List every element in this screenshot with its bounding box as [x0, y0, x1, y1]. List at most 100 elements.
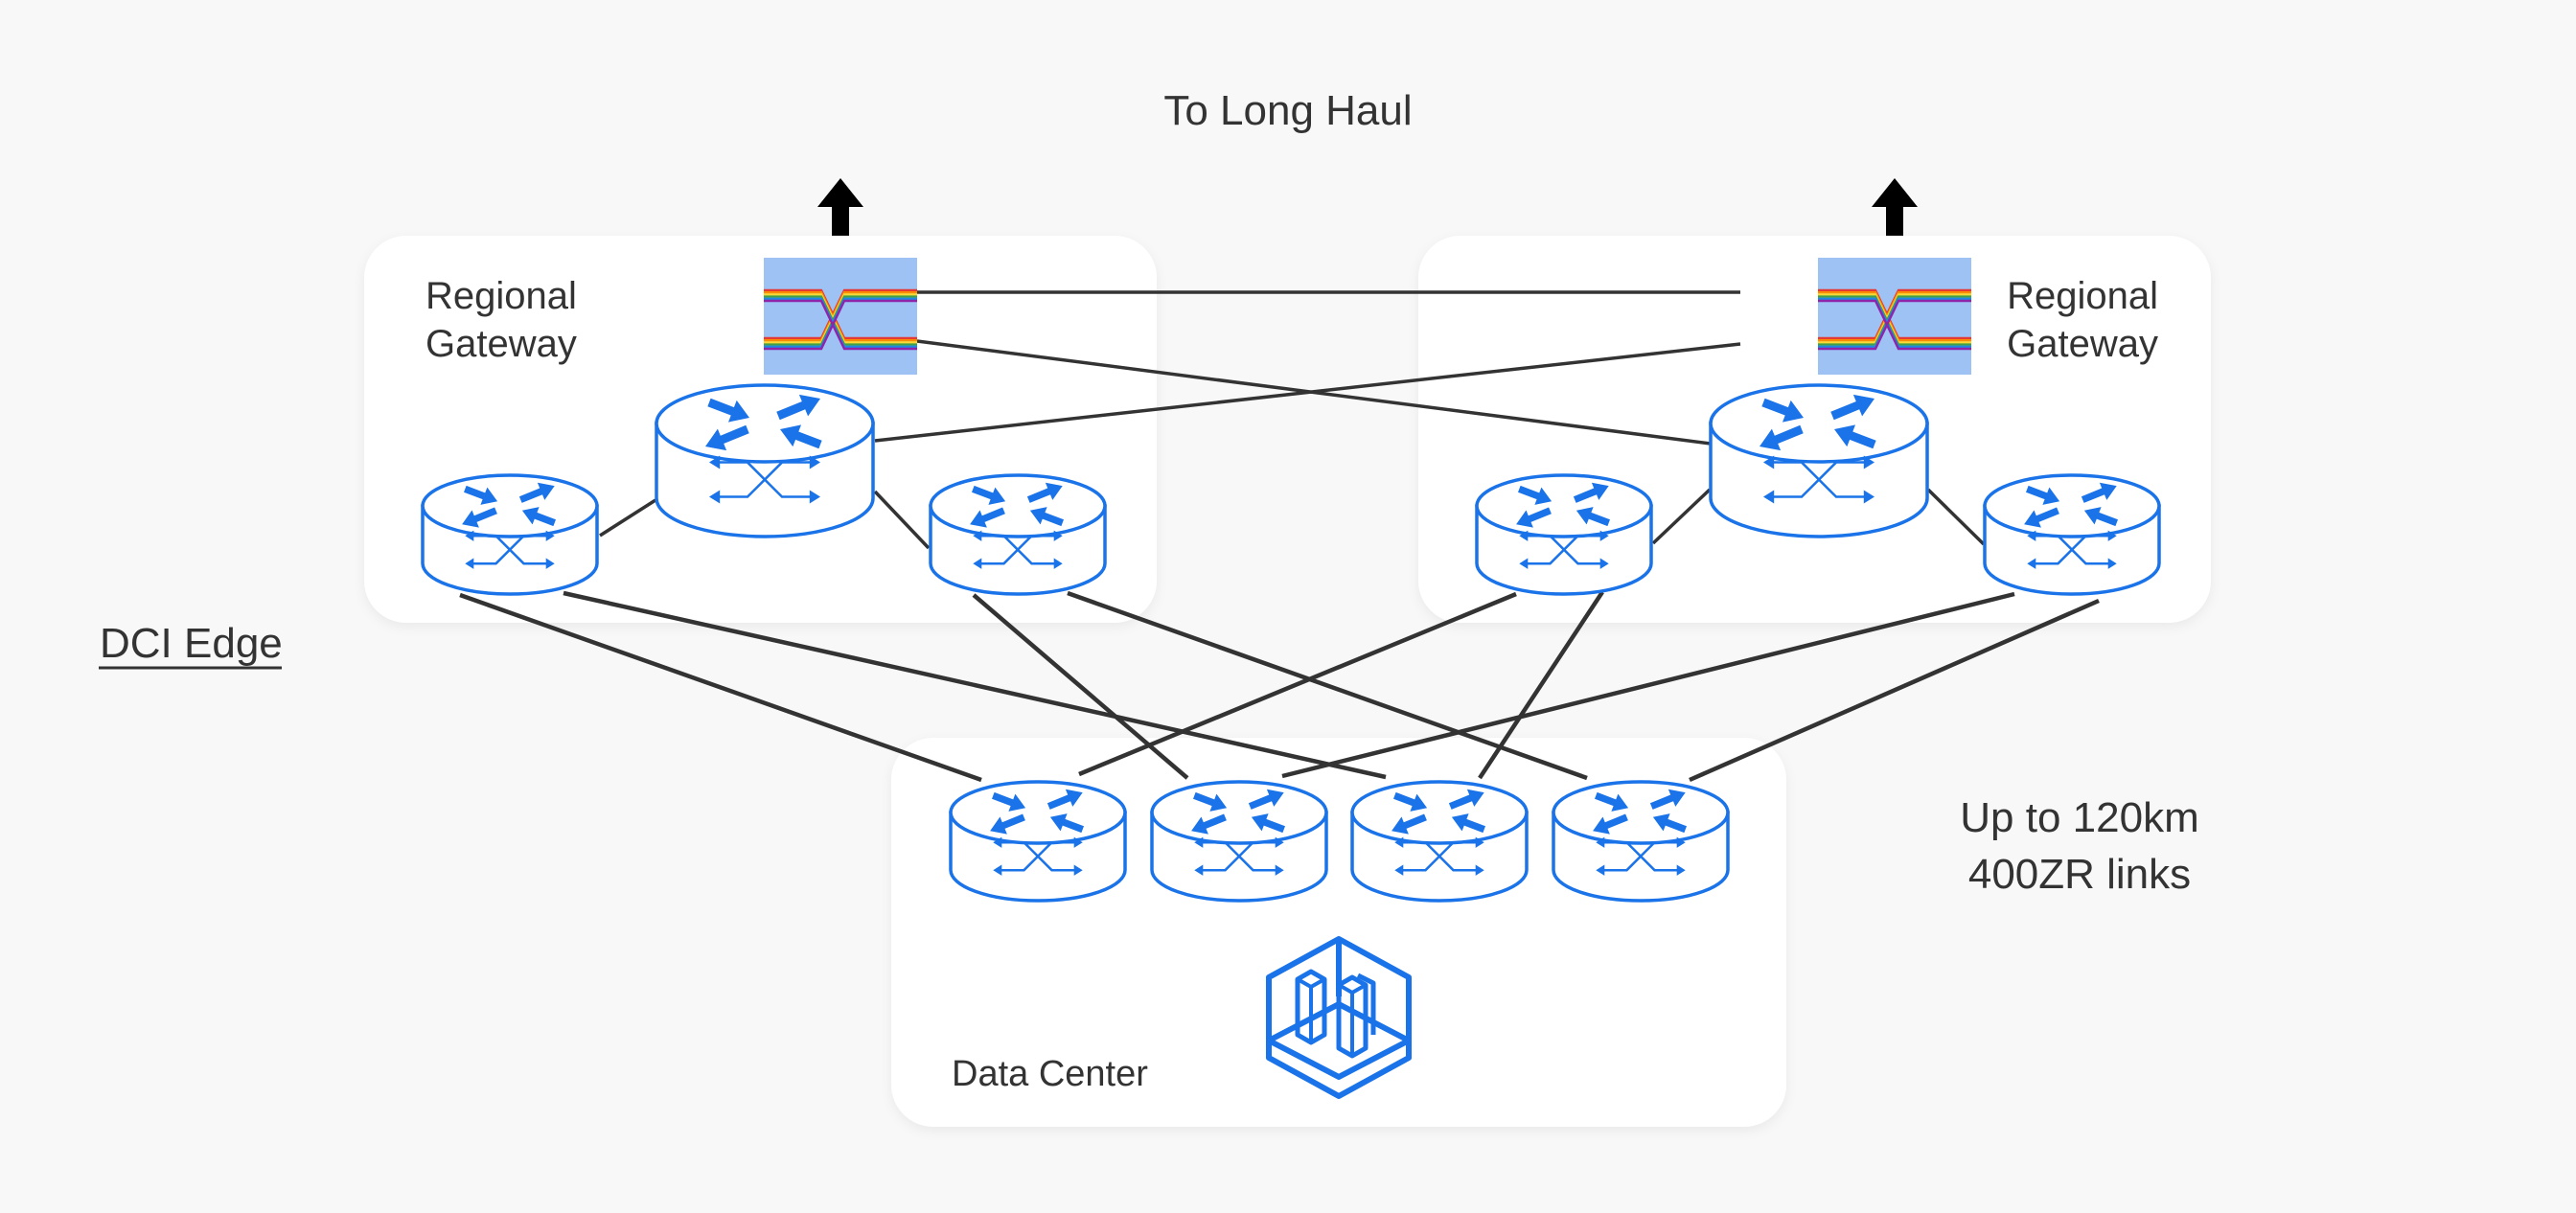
router-top: [929, 473, 1107, 538]
link-rg-left-edge-a-to-dc-r3: [563, 590, 1387, 780]
router-top: [1350, 780, 1529, 845]
regional-gateway-left-label-line1: Regional: [426, 275, 577, 317]
link-rg-left-core-to-rg-left-edge-a: [599, 498, 656, 538]
router-arrow: [1026, 482, 1063, 503]
uplink-layer: [817, 178, 1918, 236]
router-arrow: [2083, 507, 2118, 527]
router-top: [949, 780, 1127, 845]
arrowhead: [1863, 490, 1874, 504]
data-center-building-icon: [1266, 936, 1412, 1099]
arrowhead: [2027, 558, 2036, 569]
router-crossover-line: [1769, 461, 1869, 498]
arrowhead: [1519, 530, 1529, 541]
router-top: [655, 383, 875, 464]
tower: [1336, 974, 1368, 1059]
arrowhead: [2107, 530, 2117, 541]
arrowhead: [1676, 864, 1686, 876]
link-rg-left-core-to-rg-left-edge-b: [873, 490, 931, 550]
router-crossover-line: [715, 461, 815, 498]
router-top: [421, 473, 599, 538]
optical-switch-background: [764, 258, 917, 375]
arrowhead: [1053, 530, 1063, 541]
arrowhead: [993, 864, 1002, 876]
arrowhead: [809, 455, 820, 469]
link-rg-right-core-to-rg-right-edge-b: [1926, 488, 1986, 546]
arrowhead: [1763, 490, 1775, 504]
arrowhead: [2027, 530, 2036, 541]
arrowhead: [1596, 864, 1605, 876]
arrowhead: [1275, 836, 1284, 848]
router-arrow: [1193, 791, 1228, 812]
router-arrow: [1448, 789, 1484, 810]
router-arrow: [705, 424, 749, 451]
router-arrow: [1516, 507, 1552, 528]
router-arrow: [1049, 813, 1084, 834]
optical-cross-connect-icon: [764, 258, 917, 375]
router-arrow: [1518, 485, 1552, 505]
router-arrow: [1191, 813, 1227, 835]
router-icon: [929, 473, 1107, 596]
data-center-label: Data Center: [952, 1054, 1148, 1094]
arrowhead: [809, 490, 820, 504]
arrowhead: [1599, 558, 1609, 569]
arrowhead: [1676, 836, 1686, 848]
tower-edge: [1338, 983, 1367, 1056]
link-rg-right-core-to-rg-right-edge-a: [1651, 488, 1712, 545]
regional-gateway-right-label-line2: Gateway: [2007, 323, 2158, 365]
router-arrow: [1593, 813, 1628, 835]
router-arrow: [1830, 394, 1874, 421]
link-rg-left-edge-b-to-dc-r2: [972, 593, 1189, 780]
building-outline: [1266, 936, 1412, 1099]
arrowhead: [545, 530, 555, 541]
arrowhead: [1394, 836, 1404, 848]
router-icon: [1475, 473, 1653, 596]
diagram-title: To Long Haul: [1163, 87, 1412, 134]
router-top: [1709, 383, 1929, 464]
uplink-arrow-icon: [817, 178, 863, 236]
router-icon: [1709, 383, 1929, 538]
arrowhead: [1275, 864, 1284, 876]
router-arrow: [2026, 485, 2060, 505]
router-arrow: [1046, 789, 1083, 810]
arrowhead: [709, 455, 721, 469]
router-arrow: [1576, 507, 1610, 527]
router-arrow: [1652, 813, 1687, 834]
arrowhead: [709, 490, 721, 504]
arrowhead: [993, 836, 1002, 848]
router-crossover-line: [999, 840, 1077, 872]
router-arrow: [521, 507, 556, 527]
router-arrow: [1029, 507, 1064, 527]
router-arrow: [462, 507, 497, 528]
arrowhead: [973, 530, 982, 541]
router-arrow: [1393, 791, 1428, 812]
optical-cross-connect-icon: [1818, 258, 1971, 375]
router-arrow: [1649, 789, 1686, 810]
router-arrow: [1251, 813, 1285, 834]
router-icon: [655, 383, 875, 538]
router-top: [1150, 780, 1328, 845]
router-arrow: [780, 424, 822, 449]
router-icon: [1150, 780, 1328, 903]
router-crossover-line: [1601, 840, 1680, 872]
router-arrow: [1760, 424, 1804, 451]
arrowhead: [973, 558, 982, 569]
router-icon: [949, 780, 1127, 903]
arrowhead: [1073, 836, 1083, 848]
arrowhead: [465, 558, 474, 569]
router-arrow: [972, 485, 1006, 505]
arrowhead: [1194, 836, 1204, 848]
arrowhead: [1394, 864, 1404, 876]
router-top: [1983, 473, 2161, 538]
router-arrow: [776, 394, 820, 421]
router-arrow: [518, 482, 555, 503]
arrowhead: [1863, 455, 1874, 469]
building-wall: [1356, 973, 1376, 1035]
router-top: [1475, 473, 1653, 538]
link-rg-right-edge-b-to-dc-r4: [1689, 598, 2100, 783]
arrowhead: [465, 530, 474, 541]
regional-gateway-left-label-line2: Gateway: [426, 323, 577, 365]
link-rg-right-edge-a-to-dc-r1: [1078, 591, 1517, 777]
link-rg-right-edge-a-to-dc-r3: [1478, 590, 1604, 780]
router-arrow: [1392, 813, 1427, 835]
